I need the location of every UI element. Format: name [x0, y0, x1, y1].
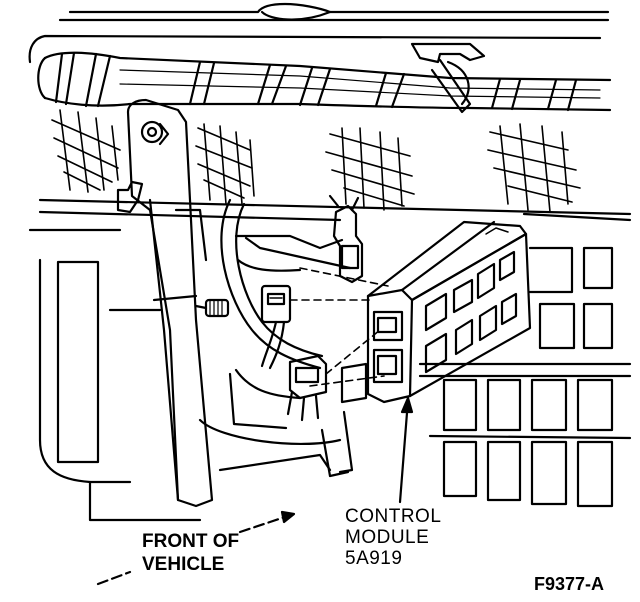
upper-connector — [328, 194, 364, 284]
control-module-line-2: MODULE — [345, 527, 430, 548]
control-module — [366, 220, 532, 404]
wiring-harness — [37, 51, 612, 112]
front-arrow — [96, 510, 296, 586]
stoplamp-switch — [194, 298, 230, 318]
harness-connector — [260, 284, 292, 370]
control-module-line-1: CONTROL — [345, 506, 442, 527]
ceiling-frame — [28, 2, 610, 64]
harness-clip — [410, 42, 486, 114]
front-of-vehicle-label: FRONT OF VEHICLE — [142, 530, 239, 576]
column-bracket — [220, 198, 352, 430]
pedal-arm — [116, 98, 214, 508]
control-module-label: CONTROL MODULE 5A919 — [345, 506, 441, 569]
control-module-line-3: 5A919 — [345, 548, 403, 569]
front-of-vehicle-line-1: FRONT OF — [142, 531, 240, 552]
lower-connectors — [286, 354, 368, 478]
front-of-vehicle-line-2: VEHICLE — [142, 554, 225, 575]
figure-code: F9377-A — [534, 574, 605, 594]
insulation-patches — [51, 109, 581, 213]
module-leader — [398, 396, 414, 504]
vent-grille — [418, 212, 632, 508]
leader-dashes — [289, 267, 389, 387]
